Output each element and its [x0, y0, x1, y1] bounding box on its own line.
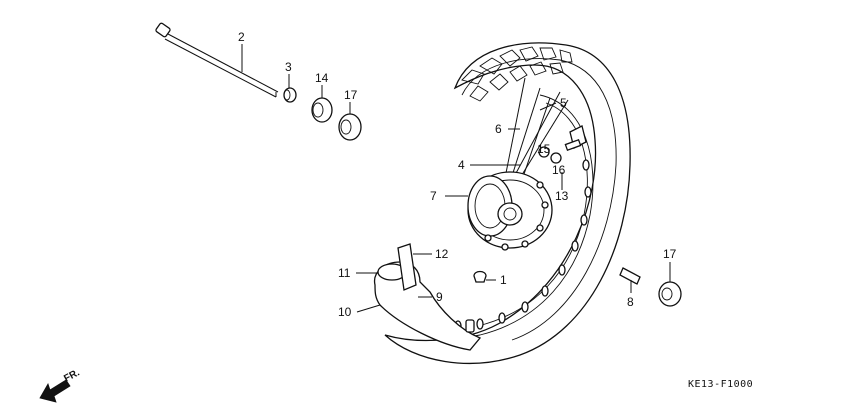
collar [283, 87, 297, 103]
bearing-left-14 [311, 97, 333, 123]
callout-11: 11 [338, 266, 351, 280]
callout-16: 16 [552, 163, 566, 177]
callout-4: 4 [458, 158, 465, 172]
rim-band [397, 243, 417, 291]
leader-lines [241, 44, 671, 313]
bearing-right-17 [658, 281, 682, 307]
callout-12: 12 [435, 247, 449, 261]
distance-collar [619, 267, 641, 285]
callout-14: 14 [315, 71, 329, 85]
callout-labels: 2 3 14 17 5 6 15 4 16 7 13 12 17 11 1 9 … [238, 30, 677, 319]
direction-label: FR. [62, 367, 82, 384]
callout-13: 13 [555, 189, 569, 203]
callout-15: 15 [537, 142, 551, 156]
washer-15 [538, 146, 550, 158]
front-direction-arrow-icon: FR. [39, 367, 82, 403]
callout-8: 8 [627, 295, 634, 309]
callout-7: 7 [430, 189, 437, 203]
callout-3: 3 [285, 60, 292, 74]
tire-tread-blocks [461, 46, 573, 102]
hub [467, 171, 553, 251]
tube-valve [465, 319, 475, 333]
diagram-code: KE13-F1000 [688, 379, 753, 390]
callout-6: 6 [495, 122, 502, 136]
callout-2: 2 [238, 30, 245, 44]
nut-16 [550, 152, 562, 164]
bearing-left-17 [338, 113, 362, 141]
cap-1 [473, 270, 487, 283]
callout-9: 9 [436, 290, 443, 304]
tire [384, 42, 631, 364]
spokes [504, 77, 569, 181]
callout-5: 5 [560, 96, 567, 110]
axle [155, 22, 279, 98]
callout-1: 1 [500, 273, 507, 287]
callout-17-right: 17 [663, 247, 677, 261]
callout-10: 10 [338, 305, 352, 319]
callout-17-left: 17 [344, 88, 358, 102]
rim-lock [564, 125, 587, 152]
